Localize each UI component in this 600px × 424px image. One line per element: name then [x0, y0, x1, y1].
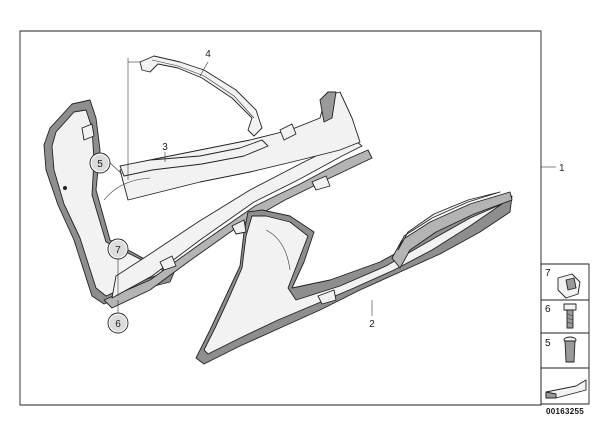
- leader-line-4: [199, 61, 209, 77]
- callout-2: 2: [369, 319, 375, 330]
- legend-frame: [540, 263, 590, 405]
- lower-fairing-part-2: [195, 191, 513, 365]
- callout-circle-5: 5: [89, 152, 111, 174]
- catalog-number: 00163255: [546, 407, 584, 416]
- parts-legend: 7 6 5: [540, 263, 590, 405]
- callout-circle-6: 6: [107, 312, 129, 334]
- legend-number-6: 6: [545, 304, 551, 315]
- foam-strip-icon: [545, 379, 587, 399]
- mounting-hole: [63, 186, 67, 190]
- strut-part-3: [119, 139, 269, 177]
- screw-icon: [563, 303, 577, 329]
- bracket-part-4: [139, 55, 263, 137]
- rubber-mount-icon: [563, 336, 577, 363]
- leader-line-5: [109, 162, 123, 175]
- diagram-frame: [19, 30, 542, 406]
- callout-5: 5: [97, 159, 103, 170]
- callout-1: 1: [559, 163, 565, 174]
- legend-number-5: 5: [545, 338, 551, 349]
- clip-nut-icon: [557, 273, 581, 299]
- left-fairing-panel: [43, 91, 373, 309]
- callout-7: 7: [115, 245, 121, 256]
- callout-3: 3: [162, 142, 168, 153]
- callout-6: 6: [115, 319, 121, 330]
- callout-circle-7: 7: [107, 238, 129, 260]
- legend-number-7: 7: [545, 268, 551, 279]
- callout-4: 4: [205, 49, 211, 60]
